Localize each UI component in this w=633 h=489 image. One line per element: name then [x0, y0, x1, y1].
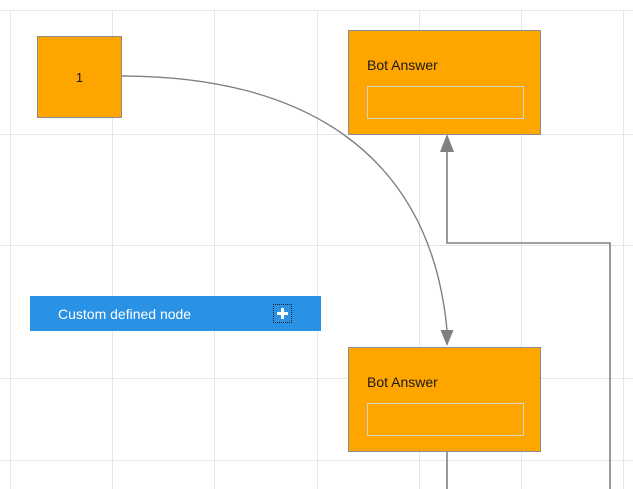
node-answer-slot[interactable]	[367, 86, 524, 119]
custom-defined-node-label: Custom defined node	[58, 305, 192, 322]
node-answer-slot[interactable]	[367, 403, 524, 436]
node-bot-answer-top[interactable]: Bot Answer	[348, 30, 541, 135]
node-bot-answer-bottom[interactable]: Bot Answer	[348, 347, 541, 452]
node-1[interactable]: 1	[37, 36, 122, 118]
custom-defined-node-bar[interactable]: Custom defined node	[30, 296, 321, 331]
node-index-label: 1	[75, 69, 84, 85]
connector-curved-node1-to-bot-answer-bottom[interactable]	[121, 75, 454, 346]
node-title: Bot Answer	[367, 57, 438, 73]
node-title: Bot Answer	[367, 374, 438, 390]
connector-orthogonal-feedback[interactable]	[440, 134, 611, 489]
plus-icon[interactable]	[273, 304, 292, 323]
